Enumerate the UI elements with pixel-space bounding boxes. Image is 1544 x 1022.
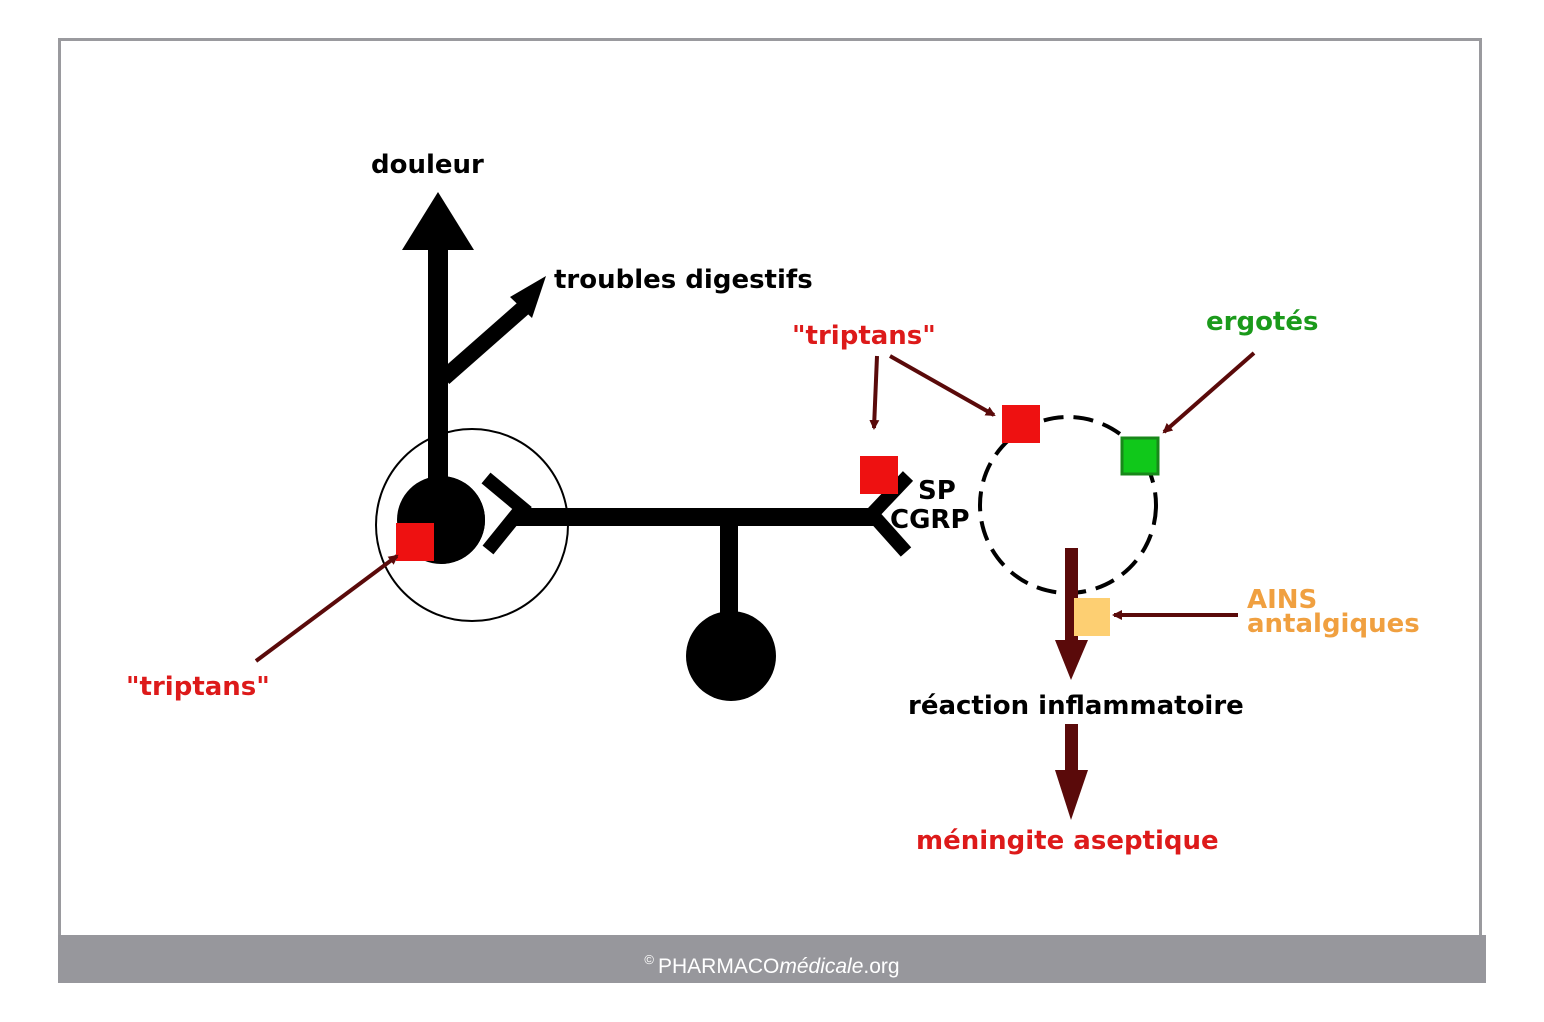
lower-cell-body <box>686 611 776 701</box>
axon-left-chevron <box>481 472 532 555</box>
troubles-digestifs-arrowhead <box>510 276 546 318</box>
trigeminal-axon <box>516 508 876 526</box>
triptans-receptor-terminal <box>860 456 898 494</box>
ergotes-label: ergotés <box>1206 307 1318 337</box>
douleur-label: douleur <box>371 150 484 180</box>
triptans-receptor-vessel <box>1002 405 1040 443</box>
ergotes-receptor <box>1120 436 1160 476</box>
triptans-top-arrow-down <box>869 355 880 430</box>
triptans-left-label: "triptans" <box>126 672 270 702</box>
ains-receptor <box>1074 598 1110 636</box>
footer-bar: © PHARMACOmédicale.org <box>58 935 1486 983</box>
meningitis-arrow-shaft <box>1065 724 1078 784</box>
meningitis-arrowhead <box>1055 770 1088 820</box>
footer-domain: .org <box>863 955 900 978</box>
douleur-pathway-stem <box>428 240 448 480</box>
triptans-left-arrow <box>254 554 399 663</box>
meningite-aseptique-label: méningite aseptique <box>916 826 1219 856</box>
triptans-receptor-left <box>396 523 434 561</box>
antalgiques-label: antalgiques <box>1247 609 1420 639</box>
cgrp-label: CGRP <box>890 505 970 535</box>
lower-branch <box>720 520 738 620</box>
troubles-digestifs-label: troubles digestifs <box>554 265 813 295</box>
footer-brand-italic: médicale <box>779 955 864 978</box>
ergotes-arrow <box>1162 351 1256 434</box>
sp-label: SP <box>918 476 956 506</box>
triptans-top-arrow-diag <box>889 354 996 417</box>
ains-label: AINS <box>1247 585 1317 615</box>
reaction-inflammatoire-label: réaction inflammatoire <box>908 691 1244 721</box>
inflammation-arrowhead <box>1055 640 1088 680</box>
douleur-arrowhead <box>402 192 474 250</box>
triptans-top-label: "triptans" <box>792 321 936 351</box>
footer-brand: PHARMACO <box>658 955 780 978</box>
copyright-symbol: © <box>644 952 654 967</box>
troubles-digestifs-branch <box>438 297 534 385</box>
